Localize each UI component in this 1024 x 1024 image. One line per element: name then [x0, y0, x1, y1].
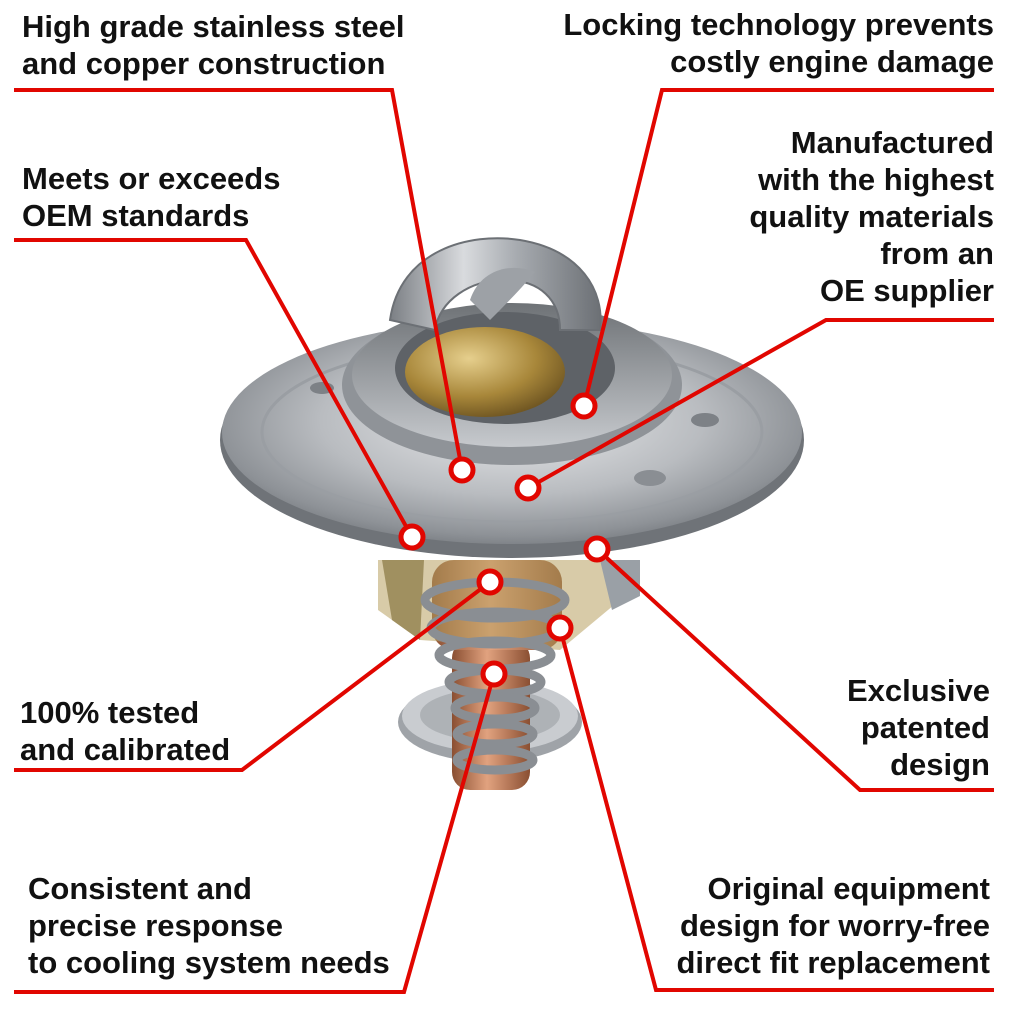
leader-response: [14, 673, 496, 994]
bridge-frame: [378, 560, 640, 650]
center-cup: [342, 303, 682, 465]
callout-dot: [583, 535, 611, 563]
callout-dot: [480, 660, 508, 688]
leader-manufactured: [527, 318, 994, 490]
leader-patented: [595, 547, 994, 792]
callout-dot: [398, 523, 426, 551]
callout-dot: [476, 568, 504, 596]
leader-locking: [582, 88, 994, 407]
leader-material: [14, 88, 464, 471]
locking-bridge: [388, 237, 602, 332]
callout-dot: [546, 614, 574, 642]
callout-dot-markers: [398, 392, 611, 688]
leader-oem: [14, 238, 414, 538]
spring-coil: [452, 719, 538, 749]
callout-dot: [514, 474, 542, 502]
leader-tested: [14, 580, 492, 772]
spring-coil: [452, 745, 538, 775]
callout-leader-lines: [14, 88, 994, 994]
callout-dot: [570, 392, 598, 420]
leader-original: [558, 627, 994, 992]
spring-coil: [450, 692, 540, 724]
callout-dot: [448, 456, 476, 484]
